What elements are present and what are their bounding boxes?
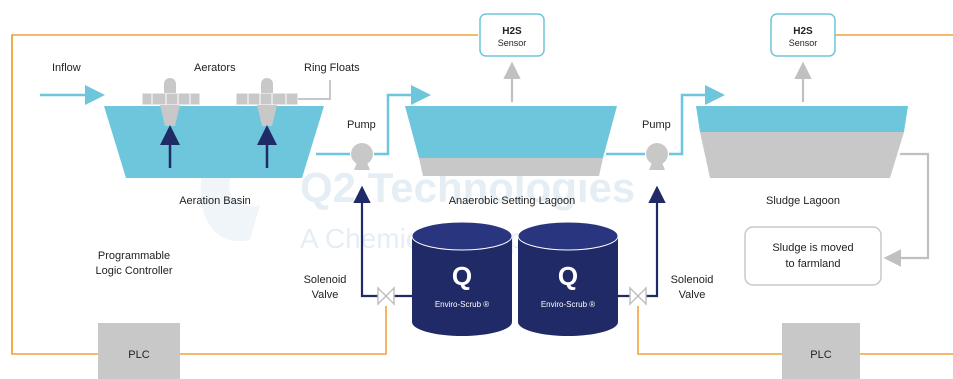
sludge-note: Sludge is moved to farmland — [744, 226, 882, 286]
aeration-basin-label: Aeration Basin — [179, 195, 251, 207]
pipe-1 — [316, 85, 431, 156]
anaerobic-lagoon-label: Anaerobic Setting Lagoon — [449, 195, 576, 207]
pump-icon — [351, 143, 373, 170]
aeration-basin — [104, 78, 331, 178]
aerators-label: Aerators — [194, 62, 236, 74]
sludge-out-arrow-icon — [883, 152, 930, 267]
plc-label: PLC — [128, 349, 149, 361]
anaerobic-lagoon — [405, 106, 617, 176]
pump-icon — [646, 143, 668, 170]
control-wiring — [11, 34, 953, 355]
plc-box: PLC — [98, 323, 180, 379]
sludge-lagoon — [696, 106, 908, 178]
valve-icon — [377, 286, 395, 306]
solenoid-label-line2: Valve — [679, 289, 706, 301]
sensor-title: H2S — [793, 26, 813, 37]
sensor-subtitle: Sensor — [498, 38, 527, 48]
pipe-2 — [606, 85, 725, 156]
enviro-scrub-tank: Q Enviro-Scrub ® — [411, 221, 513, 336]
tank-label: Enviro-Scrub ® — [435, 300, 489, 309]
sludge-note-line1: Sludge is moved — [772, 242, 853, 254]
aerator-icon — [235, 78, 299, 126]
h2s-sensor: H2S Sensor — [479, 13, 545, 57]
solenoid-label-line2: Valve — [312, 289, 339, 301]
h2s-sensor: H2S Sensor — [770, 13, 836, 57]
q2-logo-icon: Q — [558, 261, 578, 291]
ring-floats-label: Ring Floats — [304, 62, 360, 74]
plc-caption-line2: Logic Controller — [95, 265, 172, 277]
plc-caption-line1: Programmable — [98, 250, 170, 262]
pump-label: Pump — [642, 119, 671, 131]
sludge-lagoon-label: Sludge Lagoon — [766, 195, 840, 207]
tank-label: Enviro-Scrub ® — [541, 300, 595, 309]
plc-label: PLC — [810, 349, 831, 361]
enviro-scrub-tank: Q Enviro-Scrub ® — [517, 221, 619, 336]
pump-label: Pump — [347, 119, 376, 131]
plc-box: PLC — [782, 323, 860, 379]
valve-icon — [629, 286, 647, 306]
q2-logo-icon: Q — [452, 261, 472, 291]
aerator-icon — [141, 78, 201, 126]
sensor-subtitle: Sensor — [789, 38, 818, 48]
sludge-note-line2: to farmland — [785, 258, 840, 270]
inflow-label: Inflow — [52, 62, 81, 74]
sensor-title: H2S — [502, 26, 522, 37]
solenoid-label-line1: Solenoid — [304, 274, 347, 286]
solenoid-label-line1: Solenoid — [671, 274, 714, 286]
